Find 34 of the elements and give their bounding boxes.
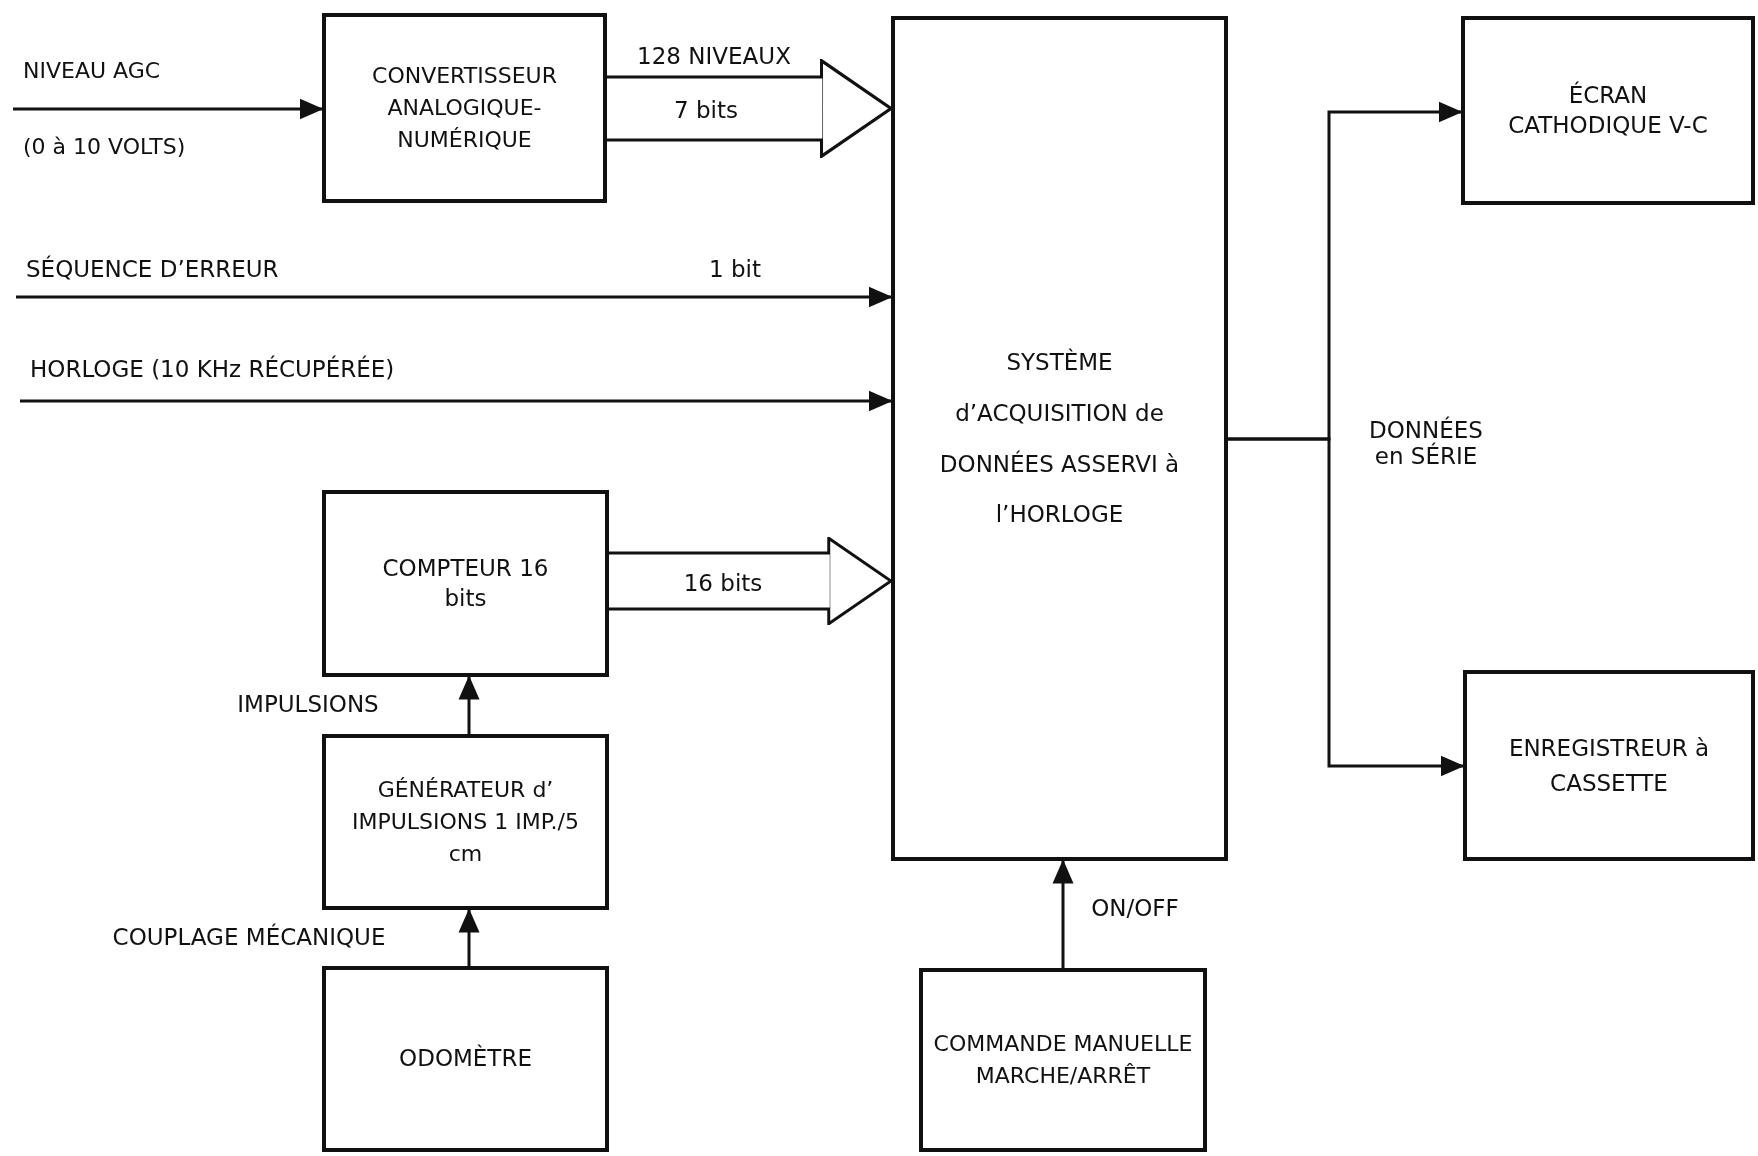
- box-label: COMPTEUR 16 bits: [381, 553, 550, 613]
- box-label: GÉNÉRATEUR d’ IMPULSIONS 1 IMP./5 cm: [351, 776, 580, 868]
- arrow: [1052, 859, 1074, 968]
- arrow: [1228, 437, 1465, 777]
- bus-arrow: [609, 536, 893, 626]
- box-label: ODOMÈTRE: [399, 1044, 532, 1074]
- arrow: [20, 390, 893, 412]
- process-box: [919, 968, 1207, 1152]
- signal-label: NIVEAU AGC: [22, 58, 161, 85]
- signal-label: ON/OFF: [1091, 894, 1179, 922]
- process-box: [891, 16, 1228, 861]
- arrow: [13, 98, 324, 120]
- process-box: [322, 13, 607, 203]
- process-box: [322, 966, 609, 1152]
- arrow: [458, 908, 480, 966]
- box-label: ENREGISTREUR à CASSETTE: [1507, 734, 1711, 798]
- signal-label: HORLOGE (10 KHz RÉCUPÉRÉE): [29, 354, 395, 384]
- box-label: SYSTÈME d’ACQUISITION de DONNÉES ASSERVI à l’HORLOGE: [939, 347, 1180, 530]
- process-box: [1463, 670, 1755, 861]
- signal-label: DONNÉES en SÉRIE: [1368, 416, 1484, 470]
- signal-label: SÉQUENCE D’ERREUR: [25, 254, 279, 284]
- process-box: [1461, 16, 1755, 205]
- signal-label: 128 NIVEAUX: [637, 42, 791, 70]
- process-box: [322, 734, 609, 910]
- box-label: CONVERTISSEUR ANALOGIQUE- NUMÉRIQUE: [371, 62, 558, 154]
- box-label: COMMANDE MANUELLE MARCHE/ARRÊT: [932, 1030, 1194, 1090]
- box-label: ÉCRAN CATHODIQUE V-C: [1507, 80, 1709, 140]
- bus-arrow: [607, 59, 893, 158]
- signal-label: IMPULSIONS: [237, 690, 379, 718]
- process-box: [322, 490, 609, 677]
- arrow: [458, 675, 480, 734]
- arrow: [16, 286, 893, 308]
- signal-label: COUPLAGE MÉCANIQUE: [112, 923, 386, 951]
- signal-label: (0 à 10 VOLTS): [22, 133, 186, 160]
